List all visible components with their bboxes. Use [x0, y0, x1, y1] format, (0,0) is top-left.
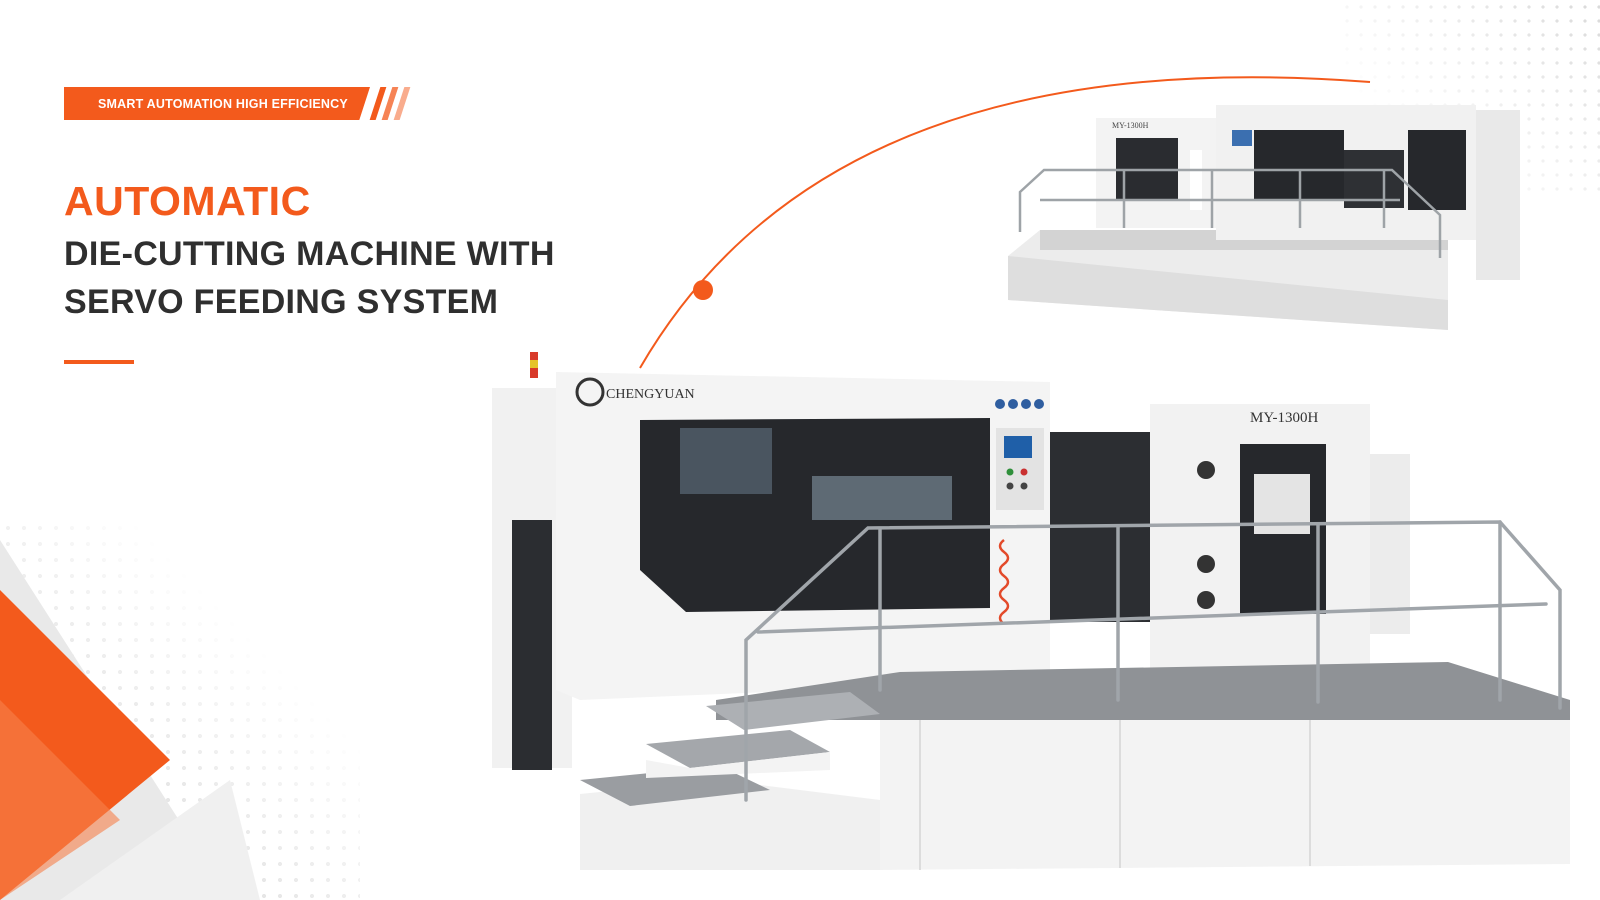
headline-accent: AUTOMATIC [64, 178, 311, 224]
machine-small-model-label: MY-1300H [1112, 121, 1149, 130]
machine-model-label: MY-1300H [1250, 410, 1319, 426]
tagline-banner: SMART AUTOMATION HIGH EFFICIENCY [64, 87, 370, 120]
tagline-text: SMART AUTOMATION HIGH EFFICIENCY [98, 96, 348, 111]
headline-line-1: DIE-CUTTING MACHINE WITH [64, 235, 555, 273]
machine-brand-label: CHENGYUAN [606, 387, 695, 402]
headline-line-2: SERVO FEEDING SYSTEM [64, 283, 499, 321]
title-divider [64, 360, 134, 364]
